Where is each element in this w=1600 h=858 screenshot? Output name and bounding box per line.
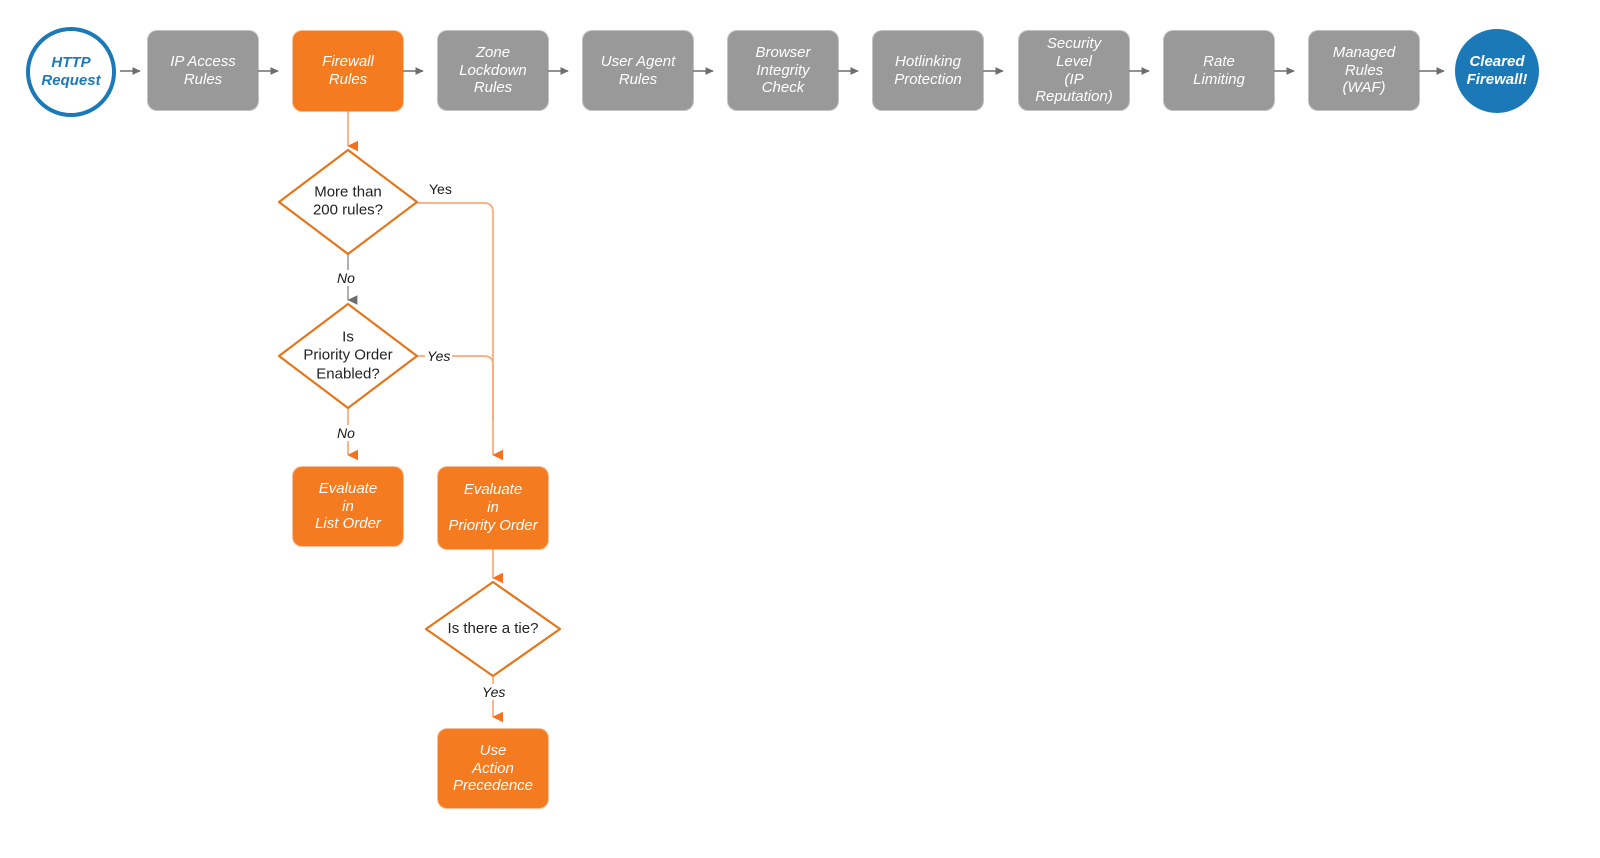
decision-is-there-a-tie[interactable]: Is there a tie?	[424, 580, 562, 678]
decision-label: Is there a tie?	[447, 619, 539, 637]
step-zone-lockdown-rules[interactable]: Zone Lockdown Rules	[438, 31, 548, 110]
outcome-label: Evaluate in Priority Order	[448, 481, 538, 534]
step-label: Hotlinking Protection	[894, 52, 962, 88]
step-hotlinking-protection[interactable]: Hotlinking Protection	[873, 31, 983, 110]
edge-label-no-2: No	[335, 425, 357, 441]
step-firewall-rules[interactable]: Firewall Rules	[293, 31, 403, 111]
step-rate-limiting[interactable]: Rate Limiting	[1164, 31, 1274, 110]
step-label: Rate Limiting	[1193, 52, 1245, 88]
edge-label-no-1: No	[335, 270, 357, 286]
outcome-use-action-precedence[interactable]: Use Action Precedence	[438, 729, 548, 808]
step-label: Zone Lockdown Rules	[459, 43, 527, 97]
step-label: Security Level (IP Reputation)	[1035, 35, 1113, 106]
wire-decision1-yes	[417, 202, 504, 461]
step-ip-access-rules[interactable]: IP Access Rules	[148, 31, 258, 110]
edge-label-yes-1: Yes	[427, 181, 454, 197]
decision-more-than-200-rules[interactable]: More than 200 rules?	[277, 148, 419, 256]
outcome-label: Use Action Precedence	[452, 741, 534, 795]
step-label: Managed Rules (WAF)	[1332, 43, 1396, 97]
step-label: IP Access Rules	[170, 52, 236, 88]
outcome-evaluate-in-priority-order[interactable]: Evaluate in Priority Order	[438, 467, 548, 549]
wire-decision2-yes	[417, 355, 494, 420]
diamond-shape	[277, 148, 419, 256]
step-security-level[interactable]: Security Level (IP Reputation)	[1019, 31, 1129, 110]
step-browser-integrity-check[interactable]: Browser Integrity Check	[728, 31, 838, 110]
decision-is-priority-order-enabled[interactable]: Is Priority Order Enabled?	[277, 302, 419, 410]
edge-label-yes-3: Yes	[480, 684, 508, 700]
step-label: User Agent Rules	[600, 52, 676, 88]
step-managed-rules-waf[interactable]: Managed Rules (WAF)	[1309, 31, 1419, 110]
start-http-request[interactable]: HTTP Request	[26, 27, 116, 117]
end-label: Cleared Firewall!	[1466, 53, 1528, 88]
step-user-agent-rules[interactable]: User Agent Rules	[583, 31, 693, 110]
diamond-shape	[277, 302, 419, 410]
decision-label: More than 200 rules?	[312, 183, 384, 219]
edge-label-yes-2: Yes	[425, 348, 453, 364]
diamond-shape	[424, 580, 562, 678]
step-label: Browser Integrity Check	[755, 43, 811, 97]
end-cleared-firewall[interactable]: Cleared Firewall!	[1455, 29, 1539, 113]
outcome-label: Evaluate in List Order	[315, 479, 381, 533]
outcome-evaluate-in-list-order[interactable]: Evaluate in List Order	[293, 467, 403, 546]
start-label: HTTP Request	[41, 54, 101, 89]
step-label: Firewall Rules	[322, 53, 374, 88]
decision-label: Is Priority Order Enabled?	[303, 328, 393, 383]
